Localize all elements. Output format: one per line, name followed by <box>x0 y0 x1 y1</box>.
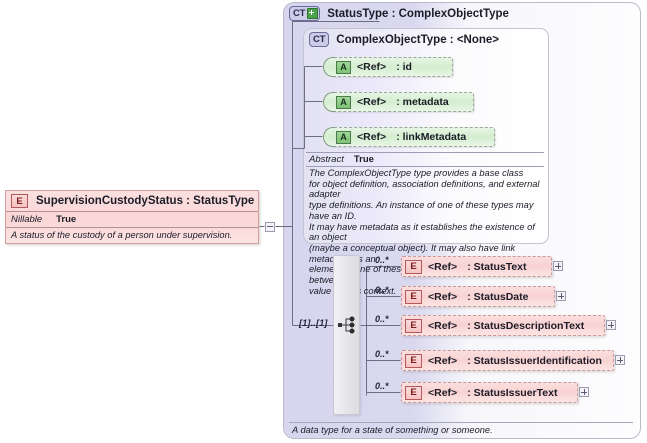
expand-toggle-statustext[interactable] <box>553 261 563 271</box>
attribute-ref-label: <Ref> <box>357 96 387 108</box>
sequence-compositor-box[interactable] <box>333 255 360 415</box>
outer-type-info-block: A data type for a state of something or … <box>289 422 633 438</box>
complex-type-icon[interactable]: CT <box>309 32 330 47</box>
occurs-label-statusissueridentification: 0..* <box>375 349 389 359</box>
occurs-label-statusdescriptiontext: 0..* <box>375 314 389 324</box>
element-ref-name: : StatusDescriptionText <box>467 319 585 332</box>
element-header: E SupervisionCustodyStatus : StatusType <box>6 191 258 211</box>
element-ref-label: <Ref> <box>428 386 458 399</box>
element-ref-name: : StatusDate <box>467 290 529 303</box>
outer-type-header: CT StatusType : ComplexObjectType <box>289 6 509 21</box>
divider <box>306 166 544 167</box>
attribute-row-metadata[interactable]: A <Ref> : metadata <box>323 92 474 112</box>
expand-toggle-statusissuertext[interactable] <box>579 387 589 397</box>
attribute-cap-shape <box>323 57 335 77</box>
attribute-icon: A <box>336 60 351 74</box>
element-ref-statusissuertext[interactable]: E <Ref> : StatusIssuerText <box>401 382 578 403</box>
attribute-icon: A <box>336 95 351 109</box>
attribute-icon: A <box>336 130 351 144</box>
collapse-toggle-element[interactable] <box>265 221 275 232</box>
expand-toggle-statusissueridentification[interactable] <box>615 355 625 365</box>
outer-type-documentation: A data type for a state of something or … <box>292 425 493 435</box>
element-ref-label: <Ref> <box>428 319 458 332</box>
element-icon: E <box>405 385 422 400</box>
occurs-label-statustext: 0..* <box>375 255 389 265</box>
element-icon: E <box>11 194 28 208</box>
attribute-name-label: : id <box>396 61 412 73</box>
expand-toggle-statusdate[interactable] <box>556 291 566 301</box>
expand-toggle-statusdescriptiontext[interactable] <box>606 320 616 330</box>
element-property-row: Nillable True <box>6 212 258 227</box>
element-title: SupervisionCustodyStatus : StatusType <box>36 195 255 207</box>
divider <box>6 227 258 228</box>
abstract-value: True <box>353 154 374 165</box>
occurs-label-statusdate: 0..* <box>375 285 389 295</box>
outer-type-title: StatusType : ComplexObjectType <box>327 7 509 20</box>
badge-ct-text: CT <box>293 8 306 19</box>
element-icon: E <box>405 318 422 333</box>
occurs-label-statusissuertext: 0..* <box>375 381 389 391</box>
attribute-name-label: : linkMetadata <box>396 131 467 143</box>
element-ref-label: <Ref> <box>428 260 458 273</box>
element-documentation: A status of the custody of a person unde… <box>11 230 233 240</box>
attribute-name-label: : metadata <box>396 96 449 108</box>
element-ref-name: : StatusIssuerText <box>467 386 558 399</box>
divider <box>6 211 258 212</box>
nillable-value: True <box>56 214 77 225</box>
sequence-compositor-icon <box>338 316 355 334</box>
expand-plus-icon[interactable] <box>307 8 319 19</box>
element-ref-name: : StatusIssuerIdentification <box>467 354 602 367</box>
complex-type-expandable-icon[interactable]: CT <box>289 6 321 21</box>
element-ref-label: <Ref> <box>428 290 458 303</box>
divider <box>306 152 544 153</box>
element-box-supervisioncustodystatus[interactable]: E SupervisionCustodyStatus : StatusType … <box>5 190 259 244</box>
abstract-property-row: Abstract True <box>306 153 544 166</box>
element-icon: E <box>405 259 422 274</box>
nillable-label: Nillable <box>11 214 43 225</box>
element-ref-statusdescriptiontext[interactable]: E <Ref> : StatusDescriptionText <box>401 315 605 336</box>
badge-ct-text: CT <box>313 34 326 45</box>
attribute-cap-shape <box>323 92 335 112</box>
inner-type-header: CT ComplexObjectType : <None> <box>309 32 499 47</box>
element-icon: E <box>405 289 422 304</box>
inner-type-title: ComplexObjectType : <None> <box>336 33 500 46</box>
element-ref-label: <Ref> <box>428 354 458 367</box>
compositor-cardinality-label: [1]..[1] <box>299 318 328 328</box>
abstract-label: Abstract <box>309 154 344 165</box>
element-icon: E <box>405 353 422 368</box>
attribute-ref-label: <Ref> <box>357 61 387 73</box>
element-ref-statustext[interactable]: E <Ref> : StatusText <box>401 256 552 277</box>
attribute-cap-shape <box>323 127 335 147</box>
element-ref-name: : StatusText <box>467 260 527 273</box>
attribute-row-linkmetadata[interactable]: A <Ref> : linkMetadata <box>323 127 495 147</box>
element-ref-statusdate[interactable]: E <Ref> : StatusDate <box>401 286 555 307</box>
divider <box>289 422 633 423</box>
attribute-ref-label: <Ref> <box>357 131 387 143</box>
attribute-row-id[interactable]: A <Ref> : id <box>323 57 453 77</box>
element-ref-statusissueridentification[interactable]: E <Ref> : StatusIssuerIdentification <box>401 350 614 371</box>
